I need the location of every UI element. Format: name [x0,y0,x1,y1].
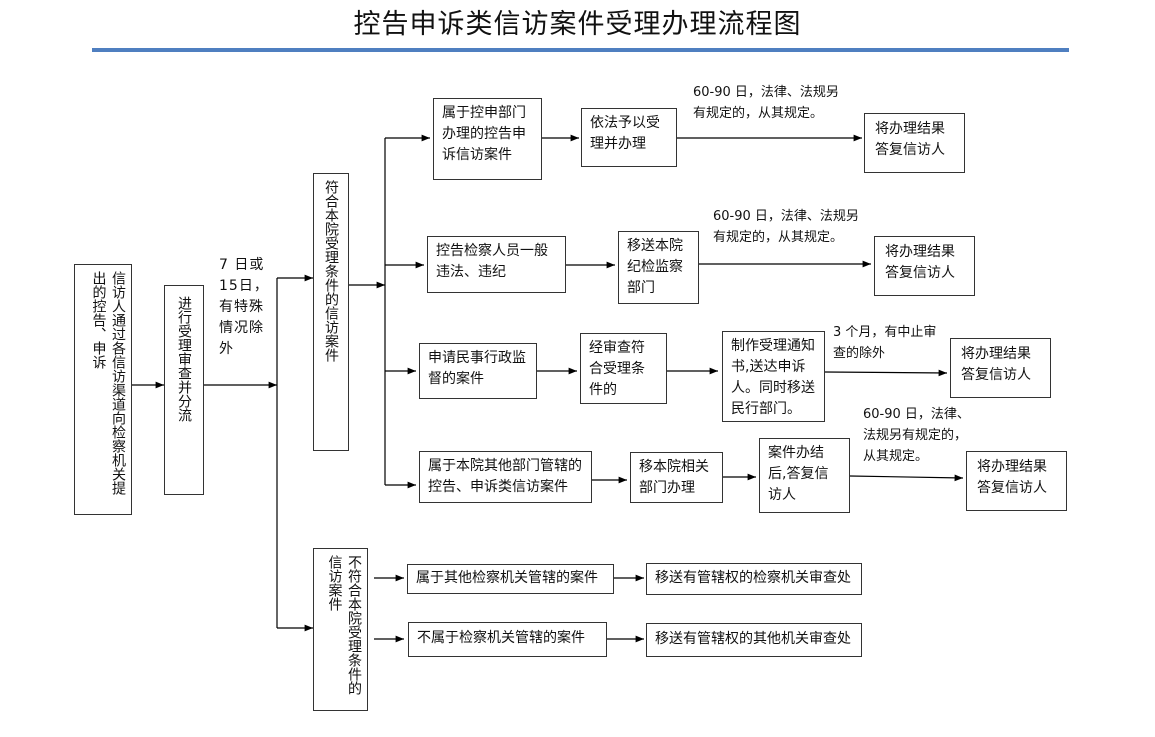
deadline-note-2: 60-90 日，法律、法规另有规定的，从其规定。 [713,209,859,245]
transfer-other-authority-box: 移送有管辖权的其他机关审查处 [646,623,862,657]
reply-result-box-3: 将办理结果答复信访人 [950,338,1051,398]
page-title: 控告申诉类信访案件受理办理流程图 [353,9,802,40]
other-procuratorate-box: 属于其他检察机关管辖的案件 [407,564,614,594]
transfer-discipline-box: 移送本院纪检监察部门 [618,231,699,304]
title-underline [92,48,1069,52]
deadline-note-3: 3 个月，有中止审查的除外 [833,325,937,361]
reply-result-box-4: 将办理结果答复信访人 [966,451,1067,511]
reject-box: 不符合本院受理条件的信访案件 [313,548,368,711]
accept-handle-box: 依法予以受理并办理 [581,108,677,167]
deadline-note-4: 60-90 日，法律、法规另有规定的，从其规定。 [863,407,970,464]
transfer-procuratorate-box: 移送有管辖权的检察机关审查处 [646,563,862,595]
review-deadline-note: 7 日或15日，有特殊情况除外 [219,257,269,357]
acceptance-notice-box: 制作受理通知书,送达申诉人。同时移送民行部门。 [722,331,825,422]
start-box: 信访人通过各信访渠道向检察机关提出的控告、申诉 [74,264,132,515]
reply-result-box-2: 将办理结果答复信访人 [874,236,975,296]
branch-other-department-box: 属于本院其他部门管辖的控告、申诉类信访案件 [419,451,592,503]
branch-civil-admin-box: 申请民事行政监督的案件 [419,343,537,399]
review-qualified-box: 经审查符合受理条件的 [580,333,667,404]
review-box: 进行受理审查并分流 [164,285,204,495]
transfer-department-box: 移本院相关部门办理 [630,452,723,503]
reply-result-box-1: 将办理结果答复信访人 [864,113,965,173]
branch-control-appeal-box: 属于控申部门办理的控告申诉信访案件 [433,98,542,180]
non-procuratorate-box: 不属于检察机关管辖的案件 [408,622,607,657]
branch-misconduct-box: 控告检察人员一般违法、违纪 [427,236,566,293]
deadline-note-1: 60-90 日，法律、法规另有规定的，从其规定。 [693,85,839,121]
accept-box: 符合本院受理条件的信访案件 [313,173,349,451]
case-closed-box: 案件办结后,答复信访人 [759,438,850,513]
